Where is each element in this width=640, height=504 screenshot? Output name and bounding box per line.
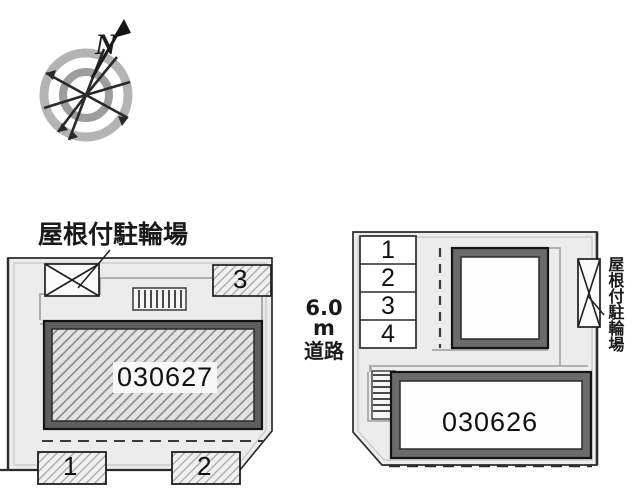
right-unit-label-4: 4 [381,320,395,348]
road-width-label: 6.0 [305,296,343,320]
road-jp-label: 道路 [304,339,344,363]
road-unit-label: m [313,316,335,340]
compass-north-label: N [95,28,117,61]
left-bike-parking-box [44,263,100,297]
right-bike-parking-box [577,258,601,328]
right-unit-label-2: 2 [381,264,395,292]
right-unit-label-1: 1 [381,236,395,264]
left-parking-stall-2 [171,451,241,485]
right-bike-parking-leader-line [587,295,605,316]
right-building-number: 030626 [442,407,539,437]
left-stall-label-2: 2 [197,451,212,481]
right-parcel-walkway [367,247,588,422]
right-building-030626 [389,370,593,460]
right-bike-parking-label: 屋根付駐輪場 [605,256,625,352]
right-upper-building-block [450,246,550,350]
right-unit-label-3: 3 [381,292,395,320]
compass-rose-icon [39,19,133,142]
left-building-number: 030627 [113,362,218,393]
left-bike-parking-leader-line [77,249,111,289]
left-parking-stall-1 [37,451,107,485]
left-stair-block [132,287,187,311]
left-stall-label-1: 1 [63,451,78,481]
left-stall-label-3: 3 [233,264,248,294]
left-bike-parking-label: 屋根付駐輪場 [38,220,189,249]
left-parking-stall-3 [212,264,272,297]
right-unit-number-column [359,235,417,349]
